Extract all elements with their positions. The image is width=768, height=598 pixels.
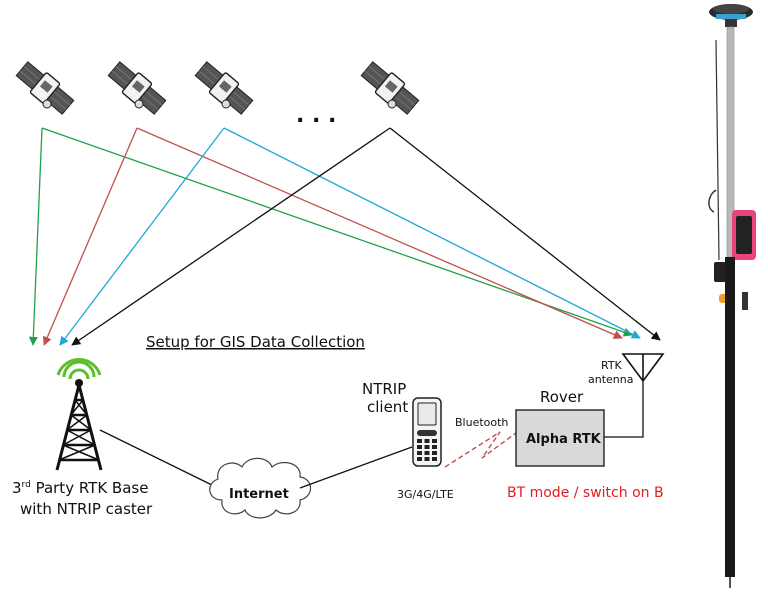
internet-label: Internet <box>229 487 289 502</box>
alpha-rtk-device <box>515 409 605 467</box>
base-station-label-line2: with NTRIP caster <box>20 500 153 518</box>
gnss-pole-icon <box>708 4 756 588</box>
satellite-ellipsis: . . . <box>296 103 336 128</box>
alpha-rtk-label: Alpha RTK <box>526 432 602 447</box>
phone-icon <box>412 397 442 467</box>
rover-label: Rover <box>540 388 584 406</box>
ntrip-client-label-line2: client <box>367 398 408 416</box>
signal-line-blue-to-base <box>59 127 225 346</box>
signal-line-blue-to-rover <box>223 127 641 339</box>
signal-line-green-to-rover <box>41 127 633 337</box>
link-internet-phone <box>299 446 413 489</box>
link-base-internet <box>99 429 219 489</box>
signal-line-red-to-base <box>43 127 138 346</box>
rtk-antenna-label-line1: RTK <box>601 359 623 372</box>
bt-mode-note: BT mode / switch on B <box>507 485 664 501</box>
satellite-icon <box>360 61 420 115</box>
signal-line-black-to-rover <box>389 127 661 341</box>
ntrip-client-label-line1: NTRIP <box>362 380 406 398</box>
link-antenna-rover <box>604 381 644 438</box>
signal-line-green-to-base <box>28 127 43 346</box>
network-label: 3G/4G/LTE <box>397 488 454 501</box>
cloud-icon <box>209 457 312 519</box>
satellite-icon <box>15 61 75 115</box>
signal-line-red-to-rover <box>136 127 623 339</box>
signal-line-black-to-base <box>71 127 391 346</box>
rtk-antenna-label-line2: antenna <box>588 373 633 386</box>
base-station-label-line1: 3rd Party RTK Base <box>12 479 148 497</box>
satellite-icon <box>107 61 167 115</box>
bluetooth-link <box>444 429 521 468</box>
antenna-icon <box>621 353 665 383</box>
bluetooth-label: Bluetooth <box>455 416 508 429</box>
cell-tower-icon <box>55 358 103 471</box>
diagram-title: Setup for GIS Data Collection <box>146 333 365 351</box>
satellite-icon <box>194 61 254 115</box>
